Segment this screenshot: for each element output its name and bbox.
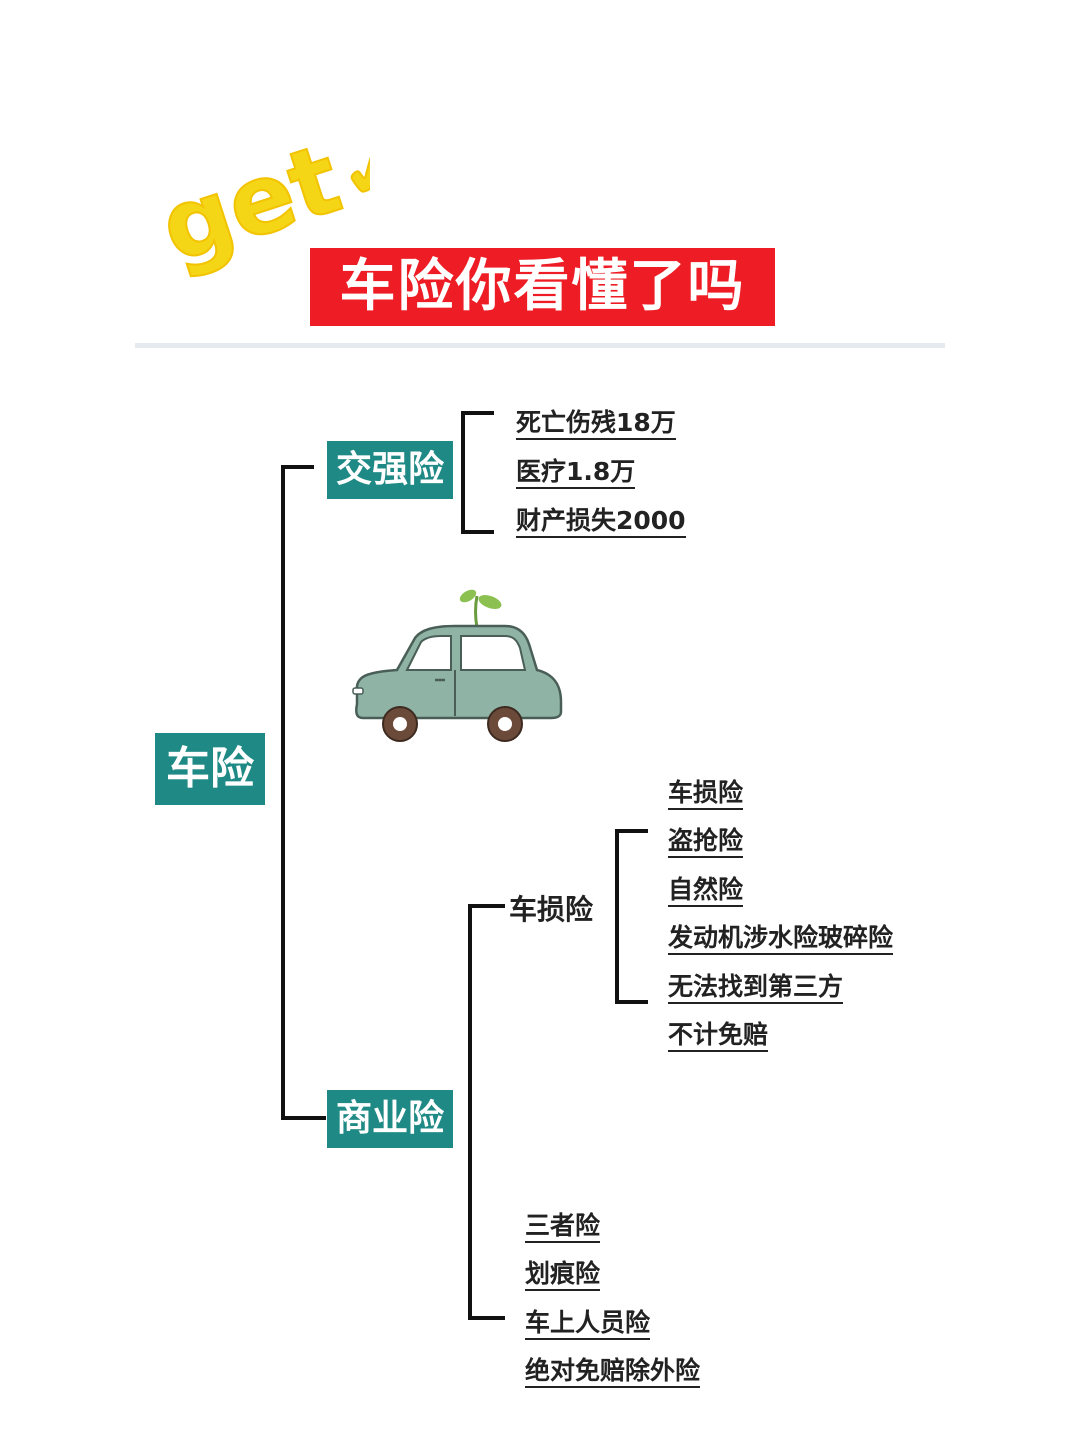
page-title: 车险你看懂了吗 (310, 248, 775, 326)
vehicle-damage-item: 自然险 (668, 875, 744, 907)
car-illustration (352, 589, 563, 742)
root-node: 车险 (155, 733, 265, 805)
commercial-item: 三者险 (525, 1211, 601, 1243)
commercial-bracket (468, 904, 505, 1320)
commercial-item: 车上人员险 (525, 1308, 651, 1340)
compulsory-item: 死亡伤残18万 (516, 408, 676, 440)
commercial-item: 绝对免赔除外险 (525, 1356, 701, 1388)
commercial-node: 商业险 (327, 1090, 453, 1148)
compulsory-bracket (461, 411, 494, 534)
compulsory-node: 交强险 (327, 441, 453, 499)
vehicle-damage-bracket (615, 829, 648, 1004)
compulsory-item: 财产损失2000 (516, 506, 686, 538)
get-check-badge: get✓ (147, 97, 370, 280)
compulsory-item: 医疗1.8万 (516, 457, 636, 489)
commercial-item: 划痕险 (525, 1259, 601, 1291)
vehicle-damage-item: 车损险 (668, 778, 744, 810)
vehicle-damage-item: 无法找到第三方 (668, 972, 844, 1004)
root-bracket (281, 465, 326, 1120)
vehicle-damage-item: 发动机涉水险玻碎险 (668, 923, 894, 955)
divider (135, 343, 945, 348)
vehicle-damage-node: 车损险 (509, 893, 594, 926)
vehicle-damage-item: 不计免赔 (668, 1020, 769, 1052)
vehicle-damage-item: 盗抢险 (668, 826, 744, 858)
